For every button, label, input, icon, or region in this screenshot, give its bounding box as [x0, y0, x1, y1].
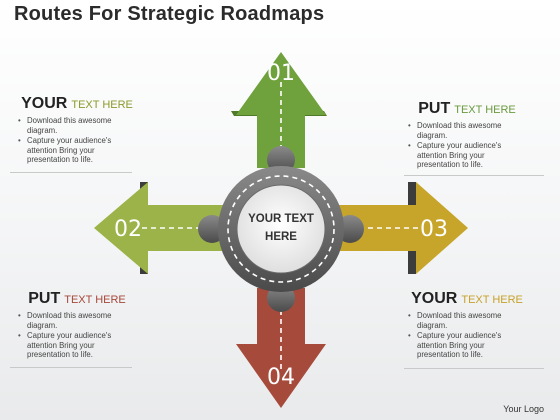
arrow-02-label: 02: [114, 217, 142, 242]
arrow-03: 03: [330, 182, 468, 274]
arrow-01: 01: [231, 52, 327, 168]
bullet-list-top-left: Download this awesome diagram. Capture y…: [18, 116, 136, 165]
divider-top-left: [10, 172, 132, 173]
arrow-02: 02: [94, 182, 234, 274]
page-title: Routes For Strategic Roadmaps: [14, 3, 325, 25]
list-item: Capture your audience's attention Bring …: [408, 141, 526, 170]
bullet-list-bottom-right: Download this awesome diagram. Capture y…: [408, 311, 526, 360]
arrow-01-label: 01: [267, 61, 295, 86]
footer-logo-text: Your Logo: [503, 404, 544, 414]
divider-top-right: [404, 175, 544, 176]
bullet-list-top-right: Download this awesome diagram. Capture y…: [408, 121, 526, 170]
list-item: Download this awesome diagram.: [408, 311, 526, 330]
list-item: Download this awesome diagram.: [408, 121, 526, 140]
list-item: Download this awesome diagram.: [18, 116, 136, 135]
center-text-line1: YOUR TEXT: [248, 213, 314, 225]
divider-bottom-left: [10, 367, 132, 368]
bullet-list-bottom-left: Download this awesome diagram. Capture y…: [18, 311, 136, 360]
list-item: Capture your audience's attention Bring …: [408, 331, 526, 360]
divider-bottom-right: [404, 368, 544, 369]
center-hub: YOUR TEXT HERE: [198, 146, 364, 312]
list-item: Capture your audience's attention Bring …: [18, 331, 136, 360]
arrow-03-label: 03: [420, 217, 448, 242]
center-text-line2: HERE: [265, 231, 297, 243]
list-item: Download this awesome diagram.: [18, 311, 136, 330]
arrow-04-label: 04: [267, 365, 295, 390]
list-item: Capture your audience's attention Bring …: [18, 136, 136, 165]
